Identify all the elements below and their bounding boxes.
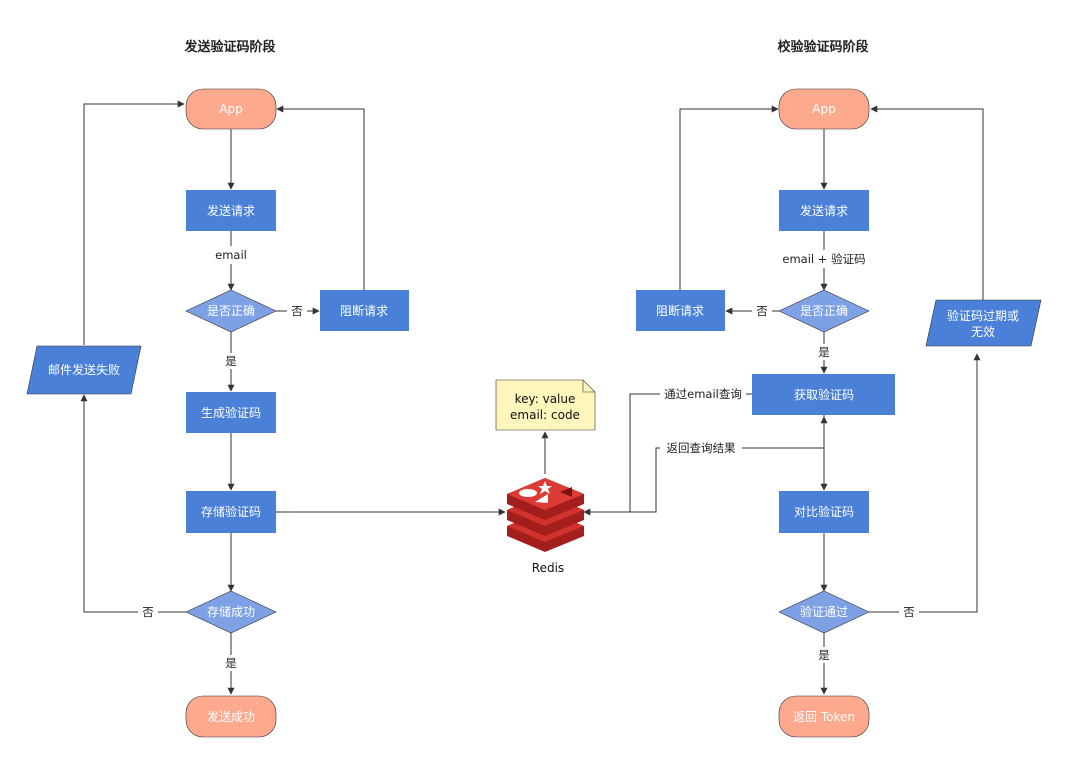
edge-r-expired-to-app [870,105,984,300]
right-verify-pass-decision [778,590,870,634]
right-expired-node [925,299,1042,347]
right-send-request-label: 发送请求 [800,203,848,218]
left-yes1-label: 是 [225,354,237,368]
left-block-request-label: 阻断请求 [340,303,388,318]
right-return-bg [660,440,742,456]
left-yes1-bg [222,353,240,369]
right-get-code-label: 获取验证码 [794,387,854,402]
left-yes2-bg [222,655,240,671]
edge-mail-to-app [83,100,185,345]
right-expired-label-line2: 无效 [971,324,995,339]
right-app-node [778,88,870,130]
edge-r-block-to-app [679,105,779,290]
redis-note [495,379,596,431]
left-store-code-node [186,491,276,533]
left-yes2-label: 是 [225,656,237,670]
right-return-label: 返回查询结果 [667,441,736,455]
right-yes1-label: 是 [818,345,830,359]
left-send-success-node [185,695,277,738]
left-store-success-label: 存储成功 [207,604,255,619]
redis-note-fold [582,380,595,393]
left-mail-fail-node [26,345,142,395]
left-send-success-label: 发送成功 [207,709,255,724]
left-mail-fail-label: 邮件发送失败 [48,362,120,377]
redis-label: Redis [532,561,564,575]
redis-note-line1: key: value [515,392,576,406]
right-block-request-node [636,290,725,331]
right-compare-code-node [779,491,869,533]
left-phase-title: 发送验证码阶段 [183,39,275,55]
right-send-request-node [779,190,869,231]
left-email-label-bg [204,246,258,264]
left-block-request-node [320,290,409,331]
right-no2-label: 否 [903,605,915,619]
left-app-label: App [219,102,242,116]
left-no2-label: 否 [142,605,154,619]
left-no1-bg [287,303,307,319]
right-no2-bg [899,604,919,620]
redis-note-line2: email: code [510,408,580,422]
right-phase-title: 校验验证码阶段 [777,39,868,55]
right-query-label: 通过email查询 [664,387,742,401]
left-email-edge-label: email [215,248,247,262]
right-no1-label: 否 [756,304,768,318]
left-gen-code-label: 生成验证码 [201,405,261,420]
left-send-request-node [186,190,276,231]
right-block-request-label: 阻断请求 [656,303,704,318]
left-no1-label: 否 [291,304,303,318]
right-query-bg [660,386,746,402]
left-gen-code-node [186,392,276,433]
right-yes1-bg [815,344,833,360]
right-verify-pass-label: 验证通过 [800,604,848,619]
edge-r-redis-to-get [584,416,828,513]
right-app-label: App [812,102,835,116]
right-no1-bg [752,303,772,319]
redis-icon [507,478,584,552]
edge-fail-to-mail [80,394,186,613]
left-is-correct-label: 是否正确 [207,304,255,318]
left-app-node [185,88,277,130]
left-no2-bg [138,604,158,620]
right-compare-code-label: 对比验证码 [794,504,854,519]
right-yes2-label: 是 [818,648,830,662]
right-yes2-bg [815,647,833,663]
right-email-code-label: email + 验证码 [782,252,865,266]
left-store-success-decision [185,590,277,634]
right-email-code-bg [778,250,870,268]
left-is-correct-decision [185,289,277,333]
right-is-correct-decision [778,289,870,333]
right-get-code-node [752,374,895,415]
right-return-token-node [778,695,870,738]
right-is-correct-label: 是否正确 [800,304,848,318]
left-store-code-label: 存储验证码 [201,504,261,519]
edge-block-to-app [276,105,365,290]
left-send-request-label: 发送请求 [207,203,255,218]
right-expired-label-line1: 验证码过期或 [947,308,1019,323]
right-return-token-label: 返回 Token [793,710,855,724]
